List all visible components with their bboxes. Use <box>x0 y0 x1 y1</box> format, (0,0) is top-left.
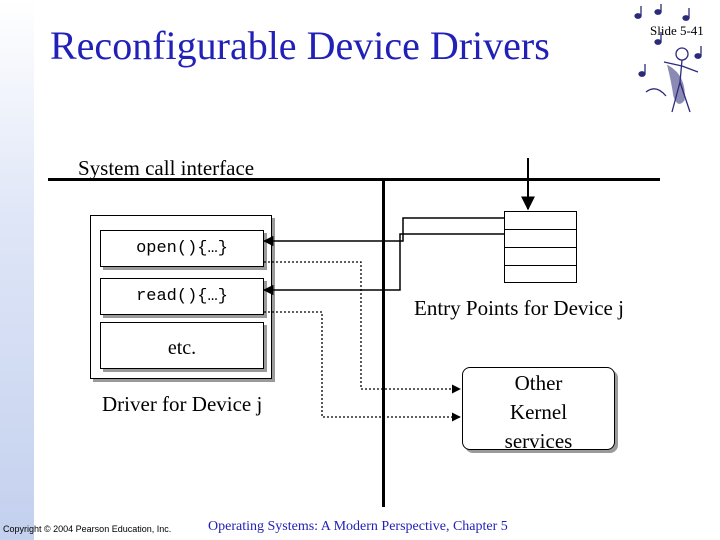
music-notes-icon <box>634 4 702 113</box>
system-call-line <box>48 178 660 181</box>
entry-points-label: Entry Points for Device j <box>414 296 624 320</box>
open-kernel-arrow <box>264 261 461 394</box>
entry-point-row <box>505 266 576 283</box>
entry-point-row <box>505 248 576 266</box>
kernel-services-line: services <box>504 429 573 453</box>
entry-point-row <box>505 230 576 248</box>
entry-point-row <box>505 212 576 230</box>
kernel-services-line: Other <box>514 371 563 395</box>
etc-box: etc. <box>100 322 264 369</box>
copyright-text: Copyright © 2004 Pearson Education, Inc. <box>3 524 172 534</box>
slide-title: Reconfigurable Device Drivers <box>50 23 550 68</box>
entry-points-table <box>504 211 577 283</box>
system-call-label: System call interface <box>78 156 255 180</box>
driver-label: Driver for Device j <box>102 392 263 416</box>
kernel-services-line: Kernel <box>509 400 568 424</box>
read-kernel-arrow <box>264 311 461 422</box>
kernel-services-box: Other Kernel services <box>462 367 615 453</box>
open-function-box: open(){…} <box>100 230 264 267</box>
left-decoration-bar <box>0 0 34 540</box>
slide-number: Slide 5-41 <box>650 23 704 38</box>
footer-book-title: Operating Systems: A Modern Perspective,… <box>208 519 508 534</box>
kernel-boundary-line <box>382 180 385 507</box>
read-function-box: read(){…} <box>100 278 264 315</box>
